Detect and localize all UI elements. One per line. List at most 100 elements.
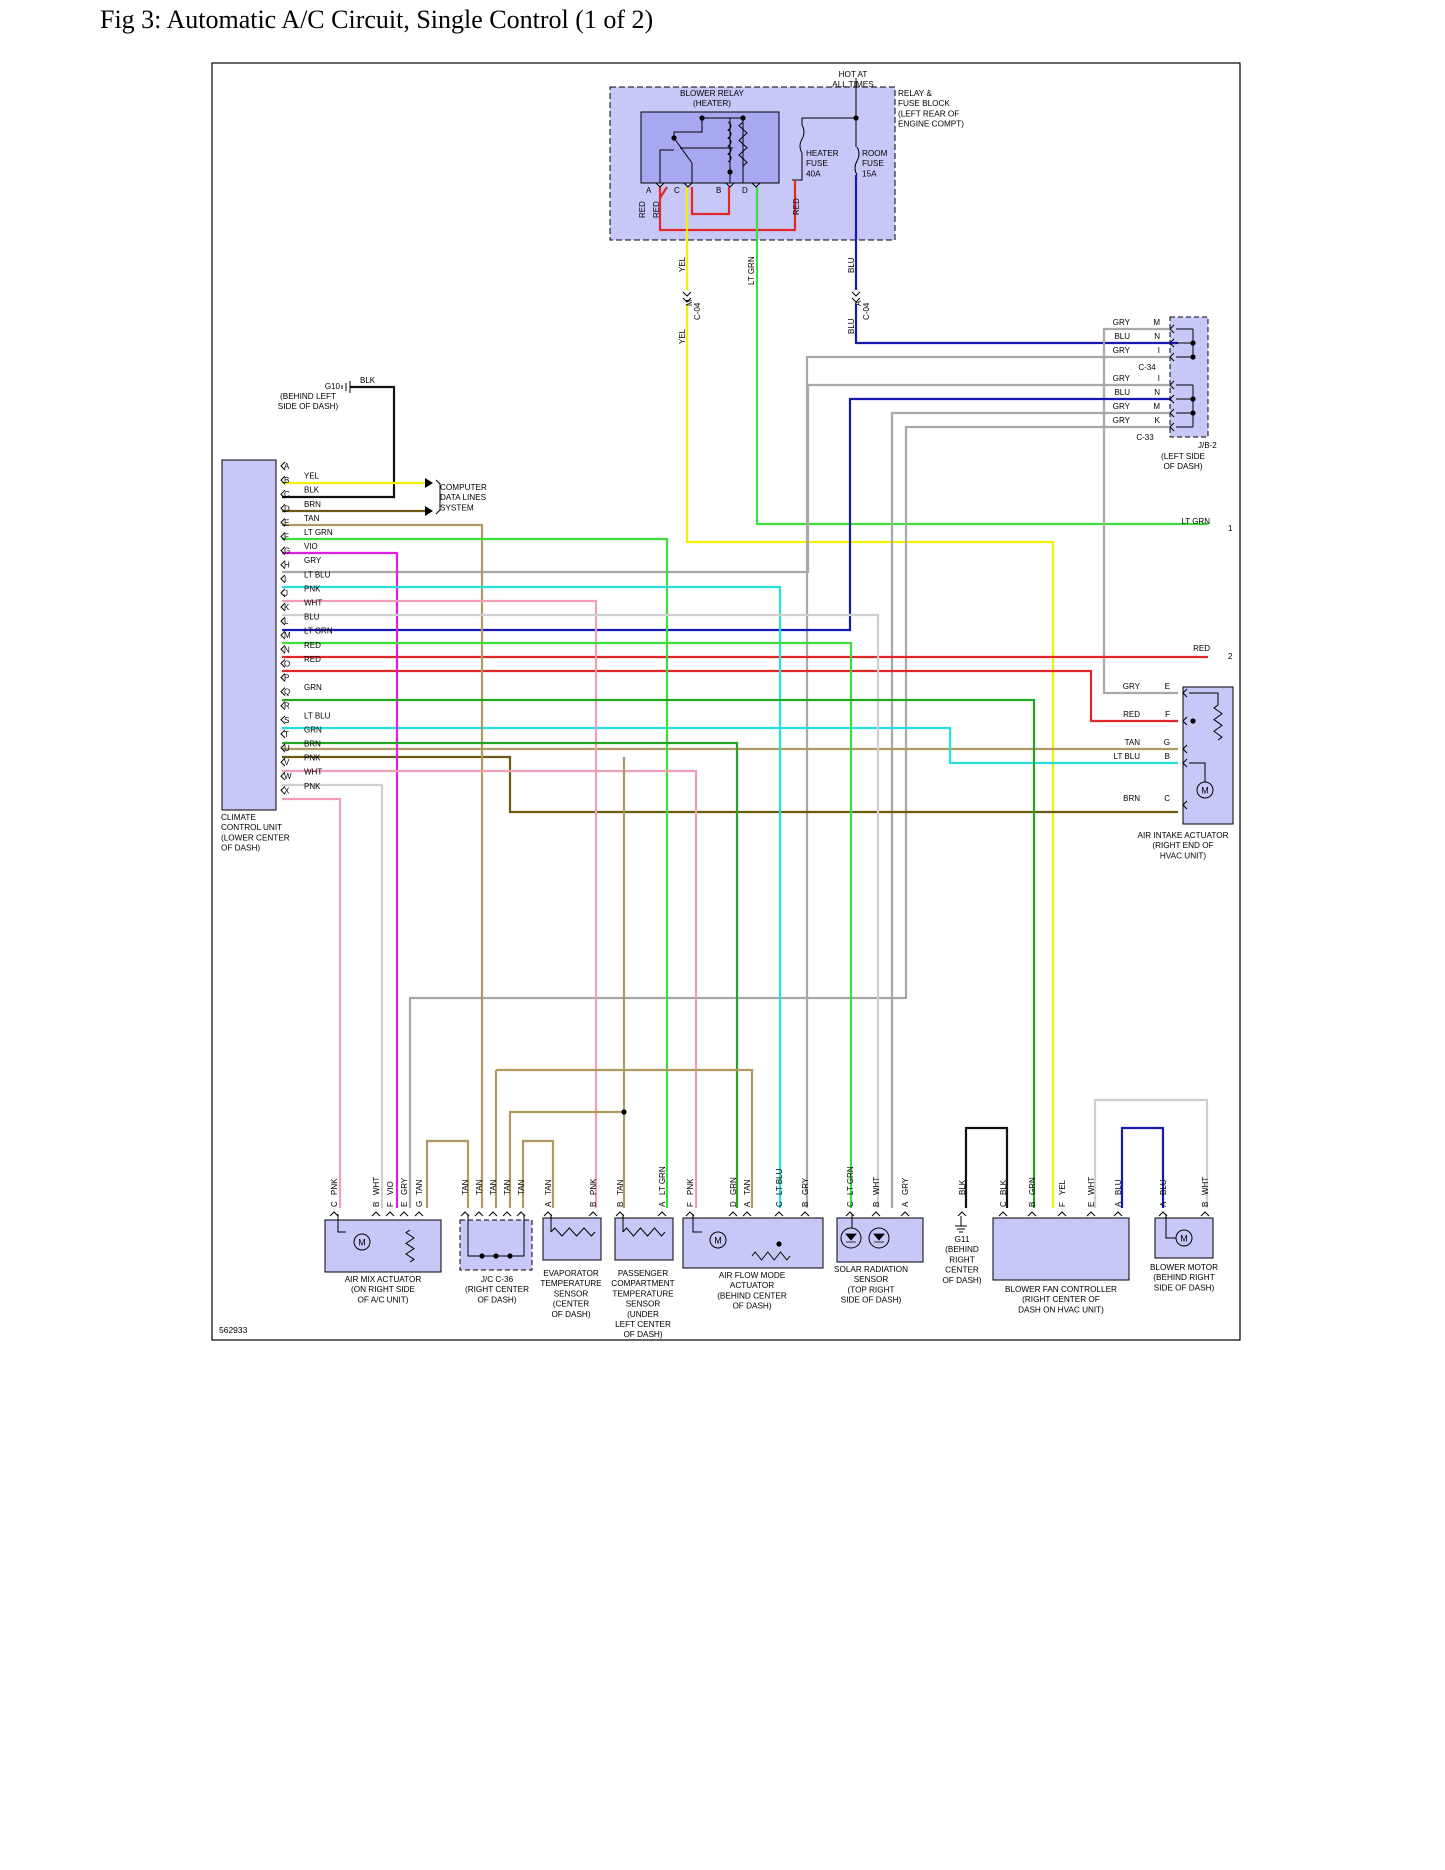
ccu-pin-connector	[280, 715, 286, 725]
jc-c36-label: OF DASH)	[477, 1295, 516, 1304]
splice-dot	[1190, 396, 1196, 402]
bottom-wire-label: LT BLU	[775, 1168, 784, 1195]
bottom-pin-letter: A	[901, 1201, 910, 1207]
jb2-pin: M	[1153, 402, 1160, 411]
hot-at-all-times-label: HOT AT	[839, 70, 868, 79]
room-fuse-symbol	[854, 146, 860, 176]
blower-fan-controller-box	[992, 1217, 1130, 1281]
blower-motor-label: (BEHIND RIGHT	[1153, 1273, 1214, 1282]
air-intake-wire-label: RED	[1123, 710, 1140, 719]
splice-dot	[671, 135, 677, 141]
bottom-connector	[871, 1211, 881, 1217]
solar-sensor-label: SENSOR	[854, 1275, 889, 1284]
bottom-wire-label: TAN	[544, 1179, 553, 1195]
ccu-wire-label: RED	[304, 641, 321, 650]
air-intake-connector	[1182, 688, 1188, 698]
bottom-pin-letter: B	[872, 1202, 881, 1207]
ccu-wire-label: PNK	[304, 782, 321, 791]
bottom-pin-letter: C	[846, 1201, 855, 1207]
bottom-connector	[957, 1211, 967, 1217]
ground-name: G10	[325, 382, 341, 391]
wire-label: RED	[792, 198, 801, 215]
ccu-wire-label: BLK	[304, 486, 320, 495]
air-intake-pin: E	[1165, 682, 1170, 691]
ccu-wire-label: WHT	[304, 768, 322, 777]
passenger-sensor-box	[614, 1217, 674, 1261]
ccu-pin-connector	[280, 475, 286, 485]
bottom-wire-label: BLU	[1114, 1179, 1123, 1195]
jb2-connector	[1169, 422, 1175, 432]
bottom-pin-letter: A	[1159, 1201, 1168, 1207]
bottom-pin-letter: E	[1087, 1202, 1096, 1207]
jb2-connector	[1169, 408, 1175, 418]
bottom-pin-letter: B	[1028, 1202, 1037, 1207]
c04-name: C-04	[693, 302, 702, 320]
bottom-pin-letter: F	[1058, 1202, 1067, 1207]
ground-g11-label: OF DASH)	[942, 1276, 981, 1285]
splice-dot	[1190, 410, 1196, 416]
air-flow-mode-label: ACTUATOR	[730, 1281, 774, 1290]
air-intake-label: HVAC UNIT)	[1160, 851, 1207, 860]
wire-ltgrn-ccu-f	[282, 537, 669, 1208]
splice-dot	[479, 1253, 485, 1259]
air-intake-label: AIR INTAKE ACTUATOR	[1138, 831, 1229, 840]
relay-pin-letter: B	[716, 186, 721, 195]
wire-blu-ccu-l	[282, 397, 1170, 632]
jb2-connector	[1169, 338, 1175, 348]
bottom-connector	[474, 1211, 484, 1217]
ground-g10-label: (BEHIND LEFT	[280, 392, 336, 401]
splice-dot	[1190, 718, 1196, 724]
evaporator-sensor-label: TEMPERATURE	[540, 1279, 602, 1288]
splice-dot	[1190, 354, 1196, 360]
wire-ltgrn-offpage1	[755, 187, 1208, 526]
blower-motor-label: SIDE OF DASH)	[1154, 1283, 1215, 1292]
wire-wht-ccu-k	[282, 613, 880, 1208]
jc-c36-label: J/C C-36	[481, 1275, 514, 1284]
splice-dot	[621, 1109, 627, 1115]
ccu-pin-letter: X	[284, 786, 290, 795]
bottom-connector	[1057, 1211, 1067, 1217]
wire-tan-ccu-e	[282, 523, 484, 1208]
wire-grn-ccu-q	[282, 698, 1036, 1208]
resistor-symbol	[622, 1227, 666, 1237]
bottom-wire-label: BLK	[958, 1179, 967, 1195]
jb2-wire-label: GRY	[1113, 402, 1131, 411]
passenger-sensor-label: (UNDER	[627, 1310, 659, 1319]
blower-motor-symbol	[1175, 1229, 1193, 1247]
diagram-frame	[211, 62, 1241, 1341]
jc-c36-box	[459, 1219, 533, 1271]
blower-fan-controller-label: DASH ON HVAC UNIT)	[1018, 1305, 1104, 1314]
ccu-wire-label: GRN	[304, 683, 322, 692]
air-intake-connector	[1182, 744, 1188, 754]
bottom-wire-label: TAN	[517, 1179, 526, 1195]
ccu-pin-letter: V	[284, 758, 290, 767]
relay-pin-connector	[725, 182, 735, 188]
bottom-connector	[414, 1211, 424, 1217]
ccu-pin-connector	[280, 673, 286, 682]
ccu-pin-connector	[280, 574, 286, 584]
offpage-ref: 1	[1228, 524, 1233, 533]
evaporator-sensor-label: SENSOR	[554, 1289, 589, 1298]
relay-fuse-block-label: FUSE BLOCK	[898, 99, 950, 108]
ccu-pin-connector	[280, 602, 286, 612]
bottom-connector	[774, 1211, 784, 1217]
bottom-pin-letter: A	[743, 1201, 752, 1207]
bottom-connector	[1158, 1211, 1168, 1217]
air-intake-wire-label: TAN	[1125, 738, 1141, 747]
relay-fuse-block-label: ENGINE COMPT)	[898, 120, 964, 129]
ccu-wire-label: RED	[304, 655, 321, 664]
ccu-wire-label: LT BLU	[304, 711, 331, 720]
ccu-wire-label: BLU	[304, 613, 320, 622]
air-mix-motor-symbol	[353, 1233, 371, 1251]
relay-pin-connector	[655, 182, 665, 188]
evaporator-sensor-box	[542, 1217, 602, 1261]
bottom-pin-letter: B	[589, 1202, 598, 1207]
wire-tan-airmix-jc	[425, 1139, 470, 1208]
jb2-label: OF DASH)	[1163, 462, 1202, 471]
ccu-pin-letter: P	[284, 674, 289, 683]
bottom-connector	[460, 1211, 470, 1217]
wire-pnk-ccu-v	[282, 769, 698, 1208]
